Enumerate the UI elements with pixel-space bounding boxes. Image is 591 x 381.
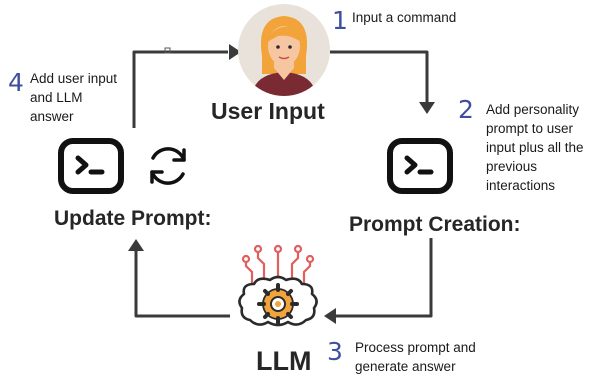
small-square-marker [164, 47, 171, 54]
prompt-terminal-icon [387, 138, 453, 194]
arrowhead-prompt [419, 102, 435, 114]
user-avatar [238, 4, 330, 96]
step-2-number: 2 [458, 95, 474, 124]
update-terminal-icon [58, 138, 124, 194]
arrowhead-llm [324, 308, 336, 324]
step-3-number: 3 [327, 337, 343, 366]
prompt-creation-label: Prompt Creation: [349, 213, 521, 236]
arrowhead-user [229, 44, 241, 60]
arrow-update-to-user [132, 50, 228, 128]
step-3-text: Process prompt and generate answer [355, 340, 476, 374]
avatar-woman-icon [238, 4, 330, 96]
step-1-text: Input a command [352, 10, 457, 25]
arrow-llm-to-update [134, 250, 230, 318]
arrow-user-to-prompt [330, 50, 429, 103]
refresh-icon-wrap [144, 142, 192, 190]
brain-gear-icon [238, 244, 318, 327]
arrowhead-update [128, 239, 144, 251]
refresh-icon [150, 147, 186, 185]
user-input-label: User Input [211, 98, 325, 124]
step-1-number: 1 [332, 6, 348, 35]
arrow-prompt-to-llm [335, 238, 433, 318]
step-4-text: Add user input and LLM answer [30, 71, 118, 124]
update-prompt-label: Update Prompt: [54, 207, 212, 230]
terminal-icon [58, 138, 124, 194]
step-4-number: 4 [8, 68, 24, 97]
llm-label: LLM [256, 346, 312, 376]
llm-brain [232, 242, 324, 338]
step-2-text: Add personality prompt to user input plu… [486, 102, 584, 193]
terminal-icon [387, 138, 453, 194]
